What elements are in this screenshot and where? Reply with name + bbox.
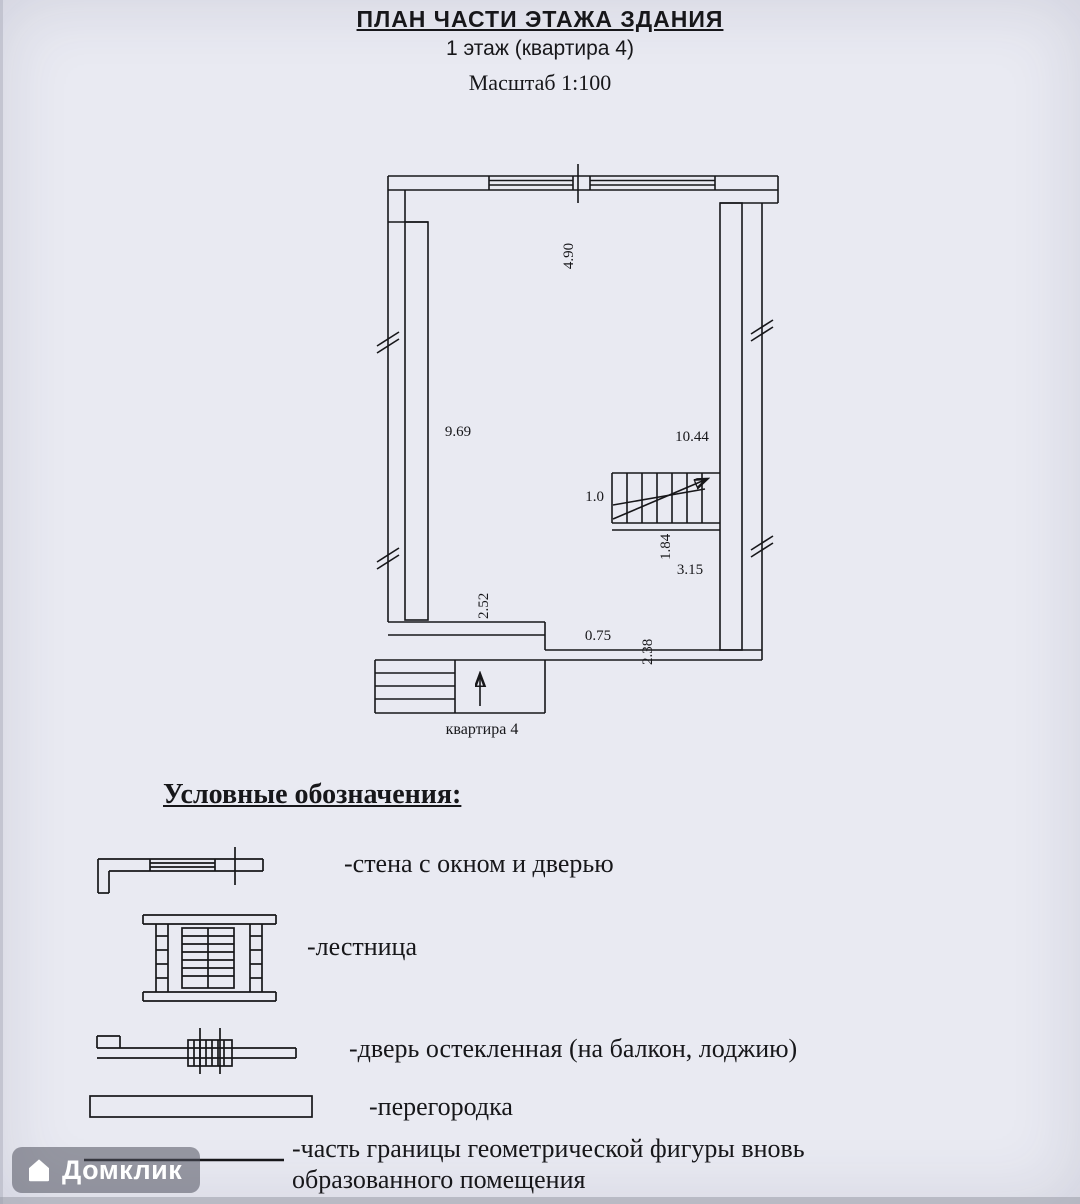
dim-left-height: 9.69 — [445, 424, 471, 440]
legend-label-boundary: -часть границы геометрической фигуры вно… — [292, 1134, 805, 1194]
staircase-icon — [142, 914, 277, 1002]
bottom-wall — [375, 621, 763, 661]
entry-steps — [374, 660, 546, 714]
dim-bottom-mid: 0.75 — [585, 628, 611, 644]
right-partition-wall — [719, 202, 778, 651]
legend-heading: Условные обозначения: — [163, 779, 462, 810]
dim-right-lower: 3.15 — [677, 562, 703, 578]
glazed-door-icon — [96, 1028, 297, 1074]
photo-edge-bottom — [0, 1197, 1080, 1204]
dim-top-width: 4.90 — [561, 243, 577, 269]
legend-label-glazed-door: -дверь остекленная (на балкон, лоджию) — [349, 1034, 798, 1063]
house-icon — [29, 1159, 49, 1182]
right-break-marks — [750, 319, 774, 558]
left-break-marks — [376, 331, 400, 570]
dim-right-height: 10.44 — [675, 429, 709, 445]
scale-label: Масштаб 1:100 — [468, 70, 612, 95]
photo-edge-left — [0, 0, 3, 1204]
apartment-label: квартира 4 — [446, 721, 519, 738]
top-wall-with-window — [387, 164, 779, 203]
wall-window-door-icon — [97, 847, 264, 894]
page-title: ПЛАН ЧАСТИ ЭТАЖА ЗДАНИЯ — [356, 6, 724, 32]
legend-label-partition: -перегородка — [369, 1092, 513, 1121]
legend-label-staircase: -лестница — [307, 932, 418, 961]
watermark-brand: Домклик — [62, 1154, 183, 1185]
dim-stair-height: 1.84 — [658, 533, 674, 560]
staircase-plan — [611, 472, 720, 531]
legend-label-wall: -стена с окном и дверью — [344, 849, 614, 878]
page-subtitle: 1 этаж (квартира 4) — [446, 37, 634, 60]
left-partition-wall — [387, 190, 429, 622]
domklik-watermark: Домклик — [12, 1147, 201, 1193]
dim-bottom-left: 2.52 — [476, 593, 492, 619]
floor-plan: 4.90 9.69 10.44 1.0 1.84 3.15 2.52 0.75 … — [374, 164, 779, 738]
dim-bottom-right: 2.38 — [640, 639, 656, 665]
partition-icon — [89, 1095, 313, 1118]
dim-stair-width: 1.0 — [585, 489, 604, 505]
